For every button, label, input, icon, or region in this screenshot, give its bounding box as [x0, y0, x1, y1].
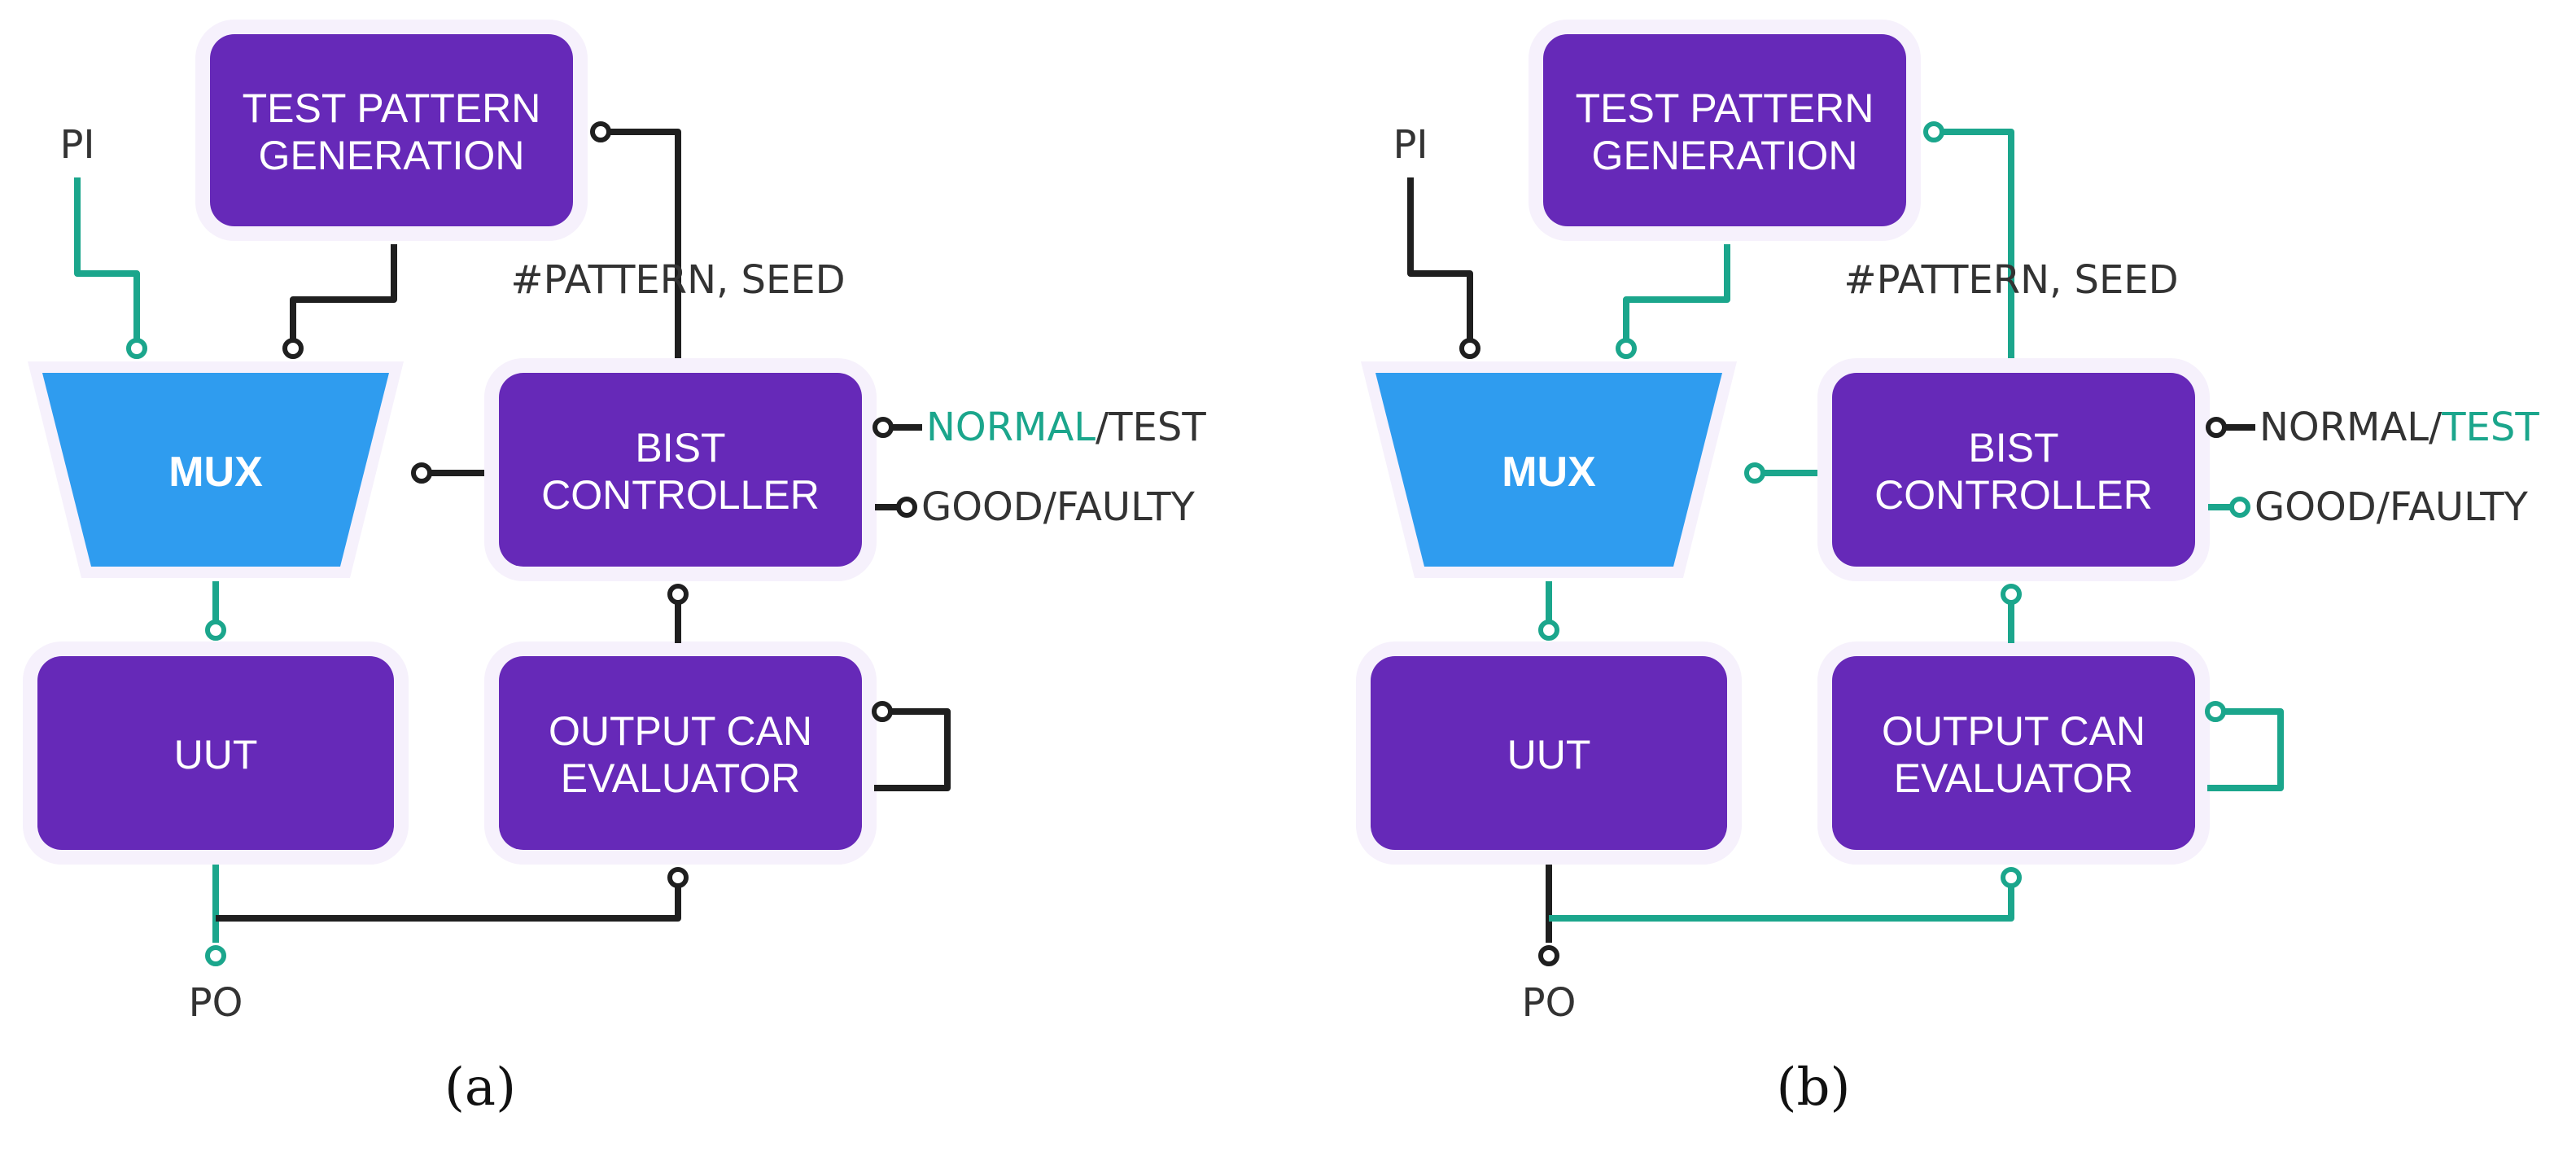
- uut-block: [37, 656, 394, 850]
- pin-mux-tpg: [1616, 338, 1637, 359]
- result-label: GOOD/FAULTY: [921, 484, 1196, 530]
- wire-tpg-to-mux: [290, 244, 397, 348]
- pin-bist-mode: [873, 417, 894, 438]
- pin-mux-tpg: [282, 338, 304, 359]
- pin-mux-select: [411, 462, 432, 484]
- bist-controller-block: [1832, 373, 2195, 567]
- pin-oce-input: [667, 867, 689, 888]
- bist-controller-block: [499, 373, 862, 567]
- pattern-seed-label: #PATTERN, SEED: [1843, 257, 2178, 303]
- output-evaluator-block-label-line-2: EVALUATOR: [561, 755, 801, 801]
- pin-po: [205, 945, 226, 966]
- pin-uut-input: [1538, 620, 1559, 641]
- bist-controller-block-label-line-2: CONTROLLER: [541, 472, 820, 518]
- mux-block: [1375, 373, 1722, 567]
- pattern-seed-label: #PATTERN, SEED: [510, 257, 845, 303]
- bist-controller-block-label-line-1: BIST: [1968, 425, 2058, 471]
- mode-label: NORMAL/TEST: [2259, 405, 2539, 450]
- wire-bist-to-tpg: [1934, 129, 2014, 358]
- wire-pi-to-mux: [1407, 177, 1473, 348]
- po-label: PO: [1522, 980, 1577, 1026]
- test-pattern-generation-block-label-line-1: TEST PATTERN: [243, 85, 541, 131]
- po-label: PO: [189, 980, 243, 1026]
- bist-controller-block-label-line-1: BIST: [635, 425, 725, 471]
- pin-po: [1538, 945, 1559, 966]
- pin-mux-pi: [1459, 338, 1480, 359]
- panel-caption: (a): [444, 1057, 516, 1118]
- mux-label: MUX: [168, 449, 263, 496]
- uut-block-label: UUT: [174, 732, 258, 777]
- output-evaluator-block-label-line-1: OUTPUT CAN: [1882, 708, 2145, 754]
- wire-oce-loop: [874, 708, 951, 791]
- output-evaluator-block-label-line-1: OUTPUT CAN: [549, 708, 812, 754]
- test-pattern-generation-block: [210, 34, 573, 226]
- mux-block: [42, 373, 389, 567]
- pi-label: PI: [1393, 122, 1428, 168]
- pin-oce-loop: [2205, 701, 2226, 722]
- uut-block-label: UUT: [1507, 732, 1591, 777]
- mode-label-segment: TEST: [2441, 405, 2539, 450]
- wire-bist-to-tpg: [601, 129, 681, 358]
- wire-uut-to-oce: [216, 878, 681, 922]
- pin-uut-input: [205, 620, 226, 641]
- uut-block: [1371, 656, 1727, 850]
- pin-bist-mode: [2206, 417, 2227, 438]
- wire-tpg-to-mux: [1623, 244, 1730, 348]
- result-label-segment: GOOD/FAULTY: [921, 484, 1196, 530]
- mode-label: NORMAL/TEST: [926, 405, 1206, 450]
- output-evaluator-block: [1832, 656, 2195, 850]
- result-label-segment: GOOD/FAULTY: [2255, 484, 2529, 530]
- test-pattern-generation-block-label-line-2: GENERATION: [259, 133, 525, 178]
- output-evaluator-block-label-line-2: EVALUATOR: [1894, 755, 2134, 801]
- pin-bist-oce: [2001, 584, 2022, 605]
- test-pattern-generation-block: [1543, 34, 1906, 226]
- pin-tpg-seed: [590, 121, 611, 142]
- pi-label: PI: [59, 122, 94, 168]
- pin-bist-oce: [667, 584, 689, 605]
- mode-label-segment: /TEST: [1096, 405, 1206, 450]
- mode-label-segment: NORMAL/: [2259, 405, 2443, 450]
- wire-oce-loop: [2207, 708, 2284, 791]
- result-label: GOOD/FAULTY: [2255, 484, 2529, 530]
- mux-label: MUX: [1502, 449, 1596, 496]
- wire-pi-to-mux: [74, 177, 140, 348]
- output-evaluator-block: [499, 656, 862, 850]
- pin-bist-result: [2229, 497, 2250, 518]
- pin-mux-pi: [126, 338, 147, 359]
- pin-tpg-seed: [1923, 121, 1944, 142]
- wire-uut-to-oce: [1549, 878, 2014, 922]
- pin-mux-select: [1744, 462, 1765, 484]
- panel-caption: (b): [1777, 1057, 1851, 1118]
- test-pattern-generation-block-label-line-2: GENERATION: [1592, 133, 1858, 178]
- mode-label-segment: NORMAL: [926, 405, 1096, 450]
- pin-bist-result: [896, 497, 917, 518]
- test-pattern-generation-block-label-line-1: TEST PATTERN: [1576, 85, 1874, 131]
- pin-oce-loop: [872, 701, 893, 722]
- pin-oce-input: [2001, 867, 2022, 888]
- bist-controller-block-label-line-2: CONTROLLER: [1874, 472, 2153, 518]
